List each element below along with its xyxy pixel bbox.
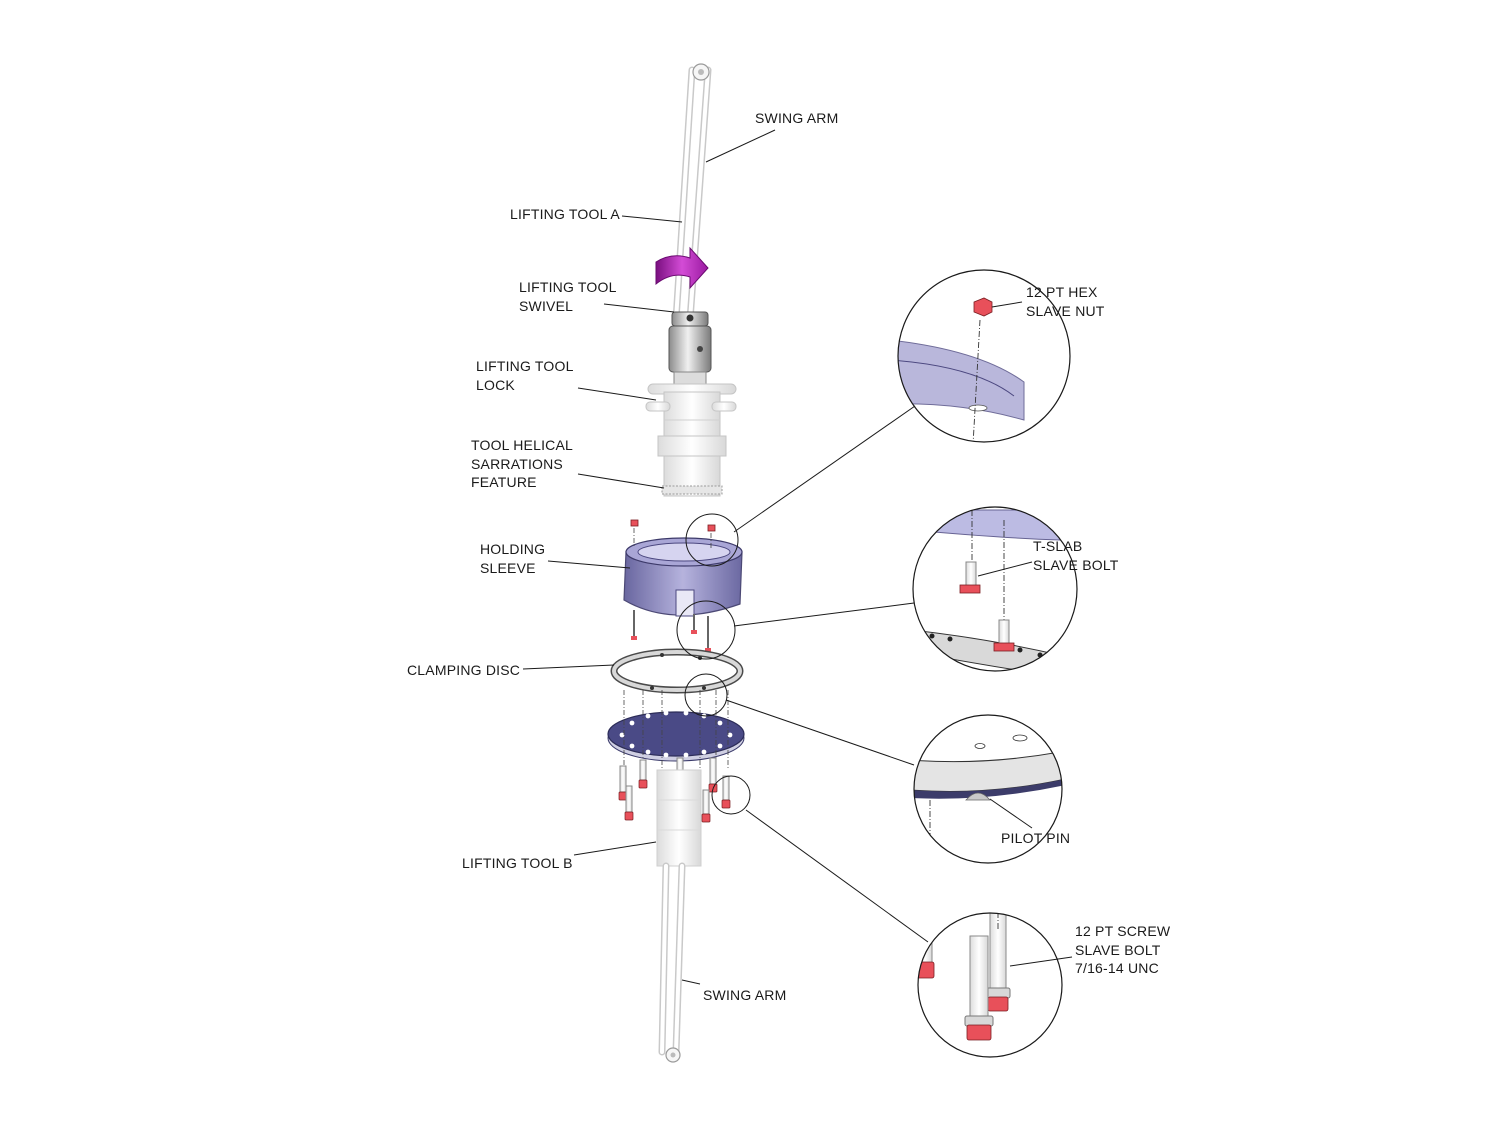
label-pilot-pin: PILOT PIN — [1001, 830, 1071, 846]
slave-nuts — [630, 519, 716, 548]
label-line: FEATURE — [471, 474, 537, 490]
label-line: LOCK — [476, 376, 515, 393]
label-lifting-tool-b: LIFTING TOOL B — [462, 855, 573, 871]
label-line: SWIVEL — [519, 297, 574, 314]
label-line: T-SLAB — [1033, 538, 1083, 554]
lifting-tool-lock — [645, 383, 737, 497]
holding-sleeve — [623, 537, 743, 617]
label-line: TOOL HELICAL — [471, 437, 573, 453]
detail-view-screw-bolt — [917, 912, 1063, 1058]
label-line: SARRATIONS — [471, 455, 563, 472]
label-line: 12 PT HEX — [1026, 284, 1098, 300]
label-swing-arm-top: SWING ARM — [755, 110, 839, 126]
label-line: LIFTING TOOL — [519, 279, 617, 295]
label-line: HOLDING — [480, 541, 546, 557]
label-lifting-tool-lock: LIFTING TOOL LOCK — [476, 357, 574, 394]
label-holding-sleeve: HOLDING SLEEVE — [480, 540, 545, 577]
tslab-bolts — [631, 610, 711, 652]
label-lifting-tool-a: LIFTING TOOL A — [510, 206, 620, 222]
label-line: SLAVE NUT — [1026, 302, 1105, 319]
label-screw-bolt: 12 PT SCREW SLAVE BOLT 7/16-14 UNC — [1075, 922, 1170, 978]
label-tool-helical: TOOL HELICAL SARRATIONS FEATURE — [471, 436, 573, 492]
detail-marker-circles — [676, 513, 751, 815]
lifting-tool-swivel — [668, 311, 712, 385]
assembly-axis-lines — [623, 690, 729, 770]
leader-lines — [522, 129, 1073, 985]
label-tslab-bolt: T-SLAB SLAVE BOLT — [1033, 537, 1119, 574]
label-line: 7/16-14 UNC — [1075, 960, 1159, 976]
detail-view-pilot-pin — [913, 714, 1063, 864]
label-line: SLEEVE — [480, 559, 536, 576]
label-lifting-tool-swivel: LIFTING TOOL SWIVEL — [519, 278, 617, 315]
swing-arm-bottom — [658, 862, 686, 1063]
label-clamping-disc: CLAMPING DISC — [407, 662, 521, 678]
detail-view-tslab-bolt — [912, 506, 1078, 672]
label-swing-arm-bottom: SWING ARM — [703, 987, 787, 1003]
label-line: LIFTING TOOL — [476, 358, 574, 374]
base-plate — [607, 710, 745, 762]
detail-view-hex-nut — [897, 269, 1071, 443]
lifting-tool-b — [656, 769, 702, 867]
label-line: 12 PT SCREW — [1075, 923, 1171, 939]
clamping-disc — [610, 648, 744, 694]
label-line: SLAVE BOLT — [1033, 556, 1119, 573]
rotation-arrow — [655, 246, 709, 290]
label-hex-nut: 12 PT HEX SLAVE NUT — [1026, 283, 1105, 320]
label-line: SLAVE BOLT — [1075, 941, 1161, 958]
